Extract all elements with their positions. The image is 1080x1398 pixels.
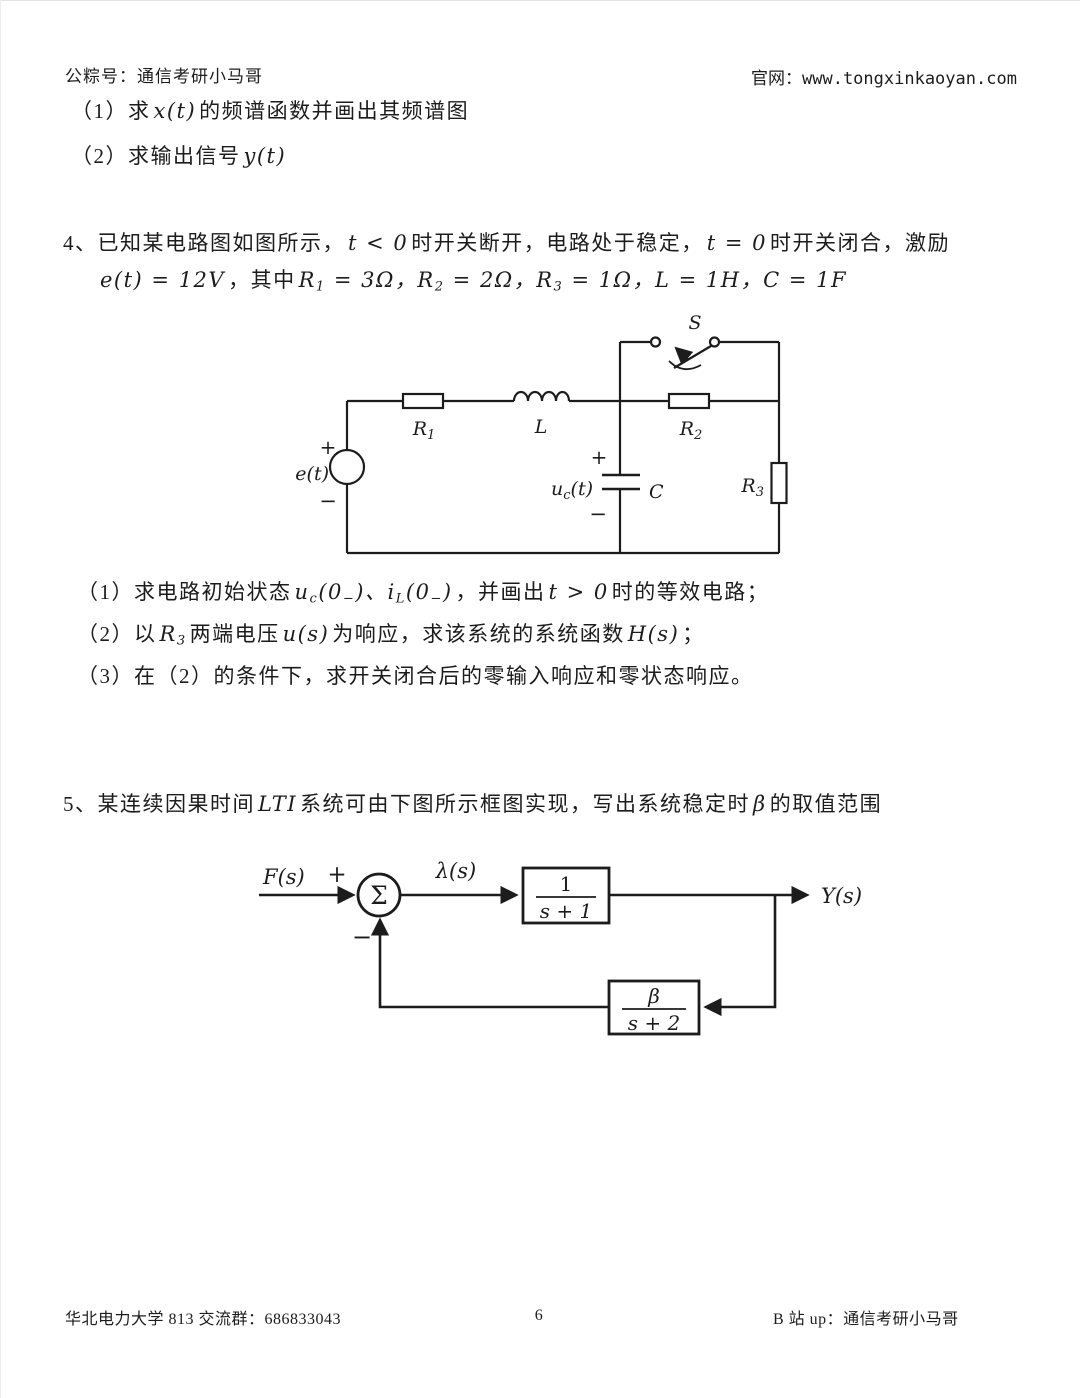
feedback-return-arrow: [370, 917, 609, 1009]
feedback-down-arrow: [703, 895, 777, 1017]
resistor-r3-symbol: [770, 461, 788, 505]
footer-right: B 站 up：通信考研小马哥: [773, 1311, 959, 1328]
block1-denominator: s + 1: [540, 899, 592, 923]
capacitor-plus-sign: +: [591, 445, 608, 469]
block-diagram: F(s) + Σ − λ(s) 1 s + 1 β s + 2 Y(s): [259, 859, 862, 1036]
input-label: F(s): [262, 865, 305, 889]
header-right-url: 官网：www.tongxinkaoyan.com: [751, 69, 1017, 89]
capacitor-label: C: [649, 481, 664, 503]
resistor-r3-label: R3: [740, 475, 764, 500]
header-left: 公粽号：通信考研小马哥: [65, 67, 263, 86]
switch-terminal-left: [649, 336, 662, 348]
capacitor-minus-sign: −: [589, 502, 607, 526]
sum-plus-sign: +: [327, 862, 346, 888]
inductor-symbol: [512, 390, 571, 402]
source-plus-sign: +: [320, 435, 337, 459]
circuit-labels: S R1 L R2 R3 + e(t) − + uc(t) C −: [295, 312, 764, 526]
resistor-r1-symbol: [401, 392, 445, 410]
switch-arrow: [674, 346, 694, 365]
block-diagram-lines: [259, 866, 810, 1036]
intermediate-signal-label: λ(s): [435, 859, 476, 883]
switch-terminal-right: [708, 336, 721, 348]
block-diagram-labels: F(s) + Σ − λ(s) 1 s + 1 β s + 2 Y(s): [262, 859, 862, 1035]
sum-minus-sign: −: [352, 923, 372, 951]
sigma-symbol: Σ: [370, 881, 388, 910]
resistor-r2-label: R2: [679, 418, 703, 443]
block1-numerator: 1: [560, 872, 573, 896]
capacitor-plates: [602, 473, 640, 491]
output-label: Y(s): [821, 884, 862, 908]
switch-blade: [673, 345, 712, 369]
page-number: 6: [534, 1307, 544, 1324]
resistor-r2-symbol: [667, 392, 711, 410]
q4-subitem-3: （3）在（2）的条件下，求开关闭合后的零输入响应和零状态响应。: [77, 664, 754, 688]
switch-arc: [668, 360, 702, 371]
block2-numerator: β: [647, 984, 660, 1008]
source-label: e(t): [295, 463, 329, 485]
source-minus-sign: −: [319, 489, 337, 513]
inductor-label: L: [534, 416, 548, 438]
resistor-r1-label: R1: [412, 418, 436, 443]
footer-left: 华北电力大学 813 交流群：686833043: [65, 1311, 342, 1328]
circuit-diagram: S R1 L R2 R3 + e(t) − + uc(t) C −: [295, 312, 788, 555]
block2-denominator: s + 2: [628, 1011, 680, 1035]
switch-label: S: [688, 312, 701, 334]
circuit-wires: [328, 336, 788, 555]
capacitor-voltage-label: uc(t): [551, 478, 593, 503]
voltage-source-symbol: [328, 448, 366, 486]
